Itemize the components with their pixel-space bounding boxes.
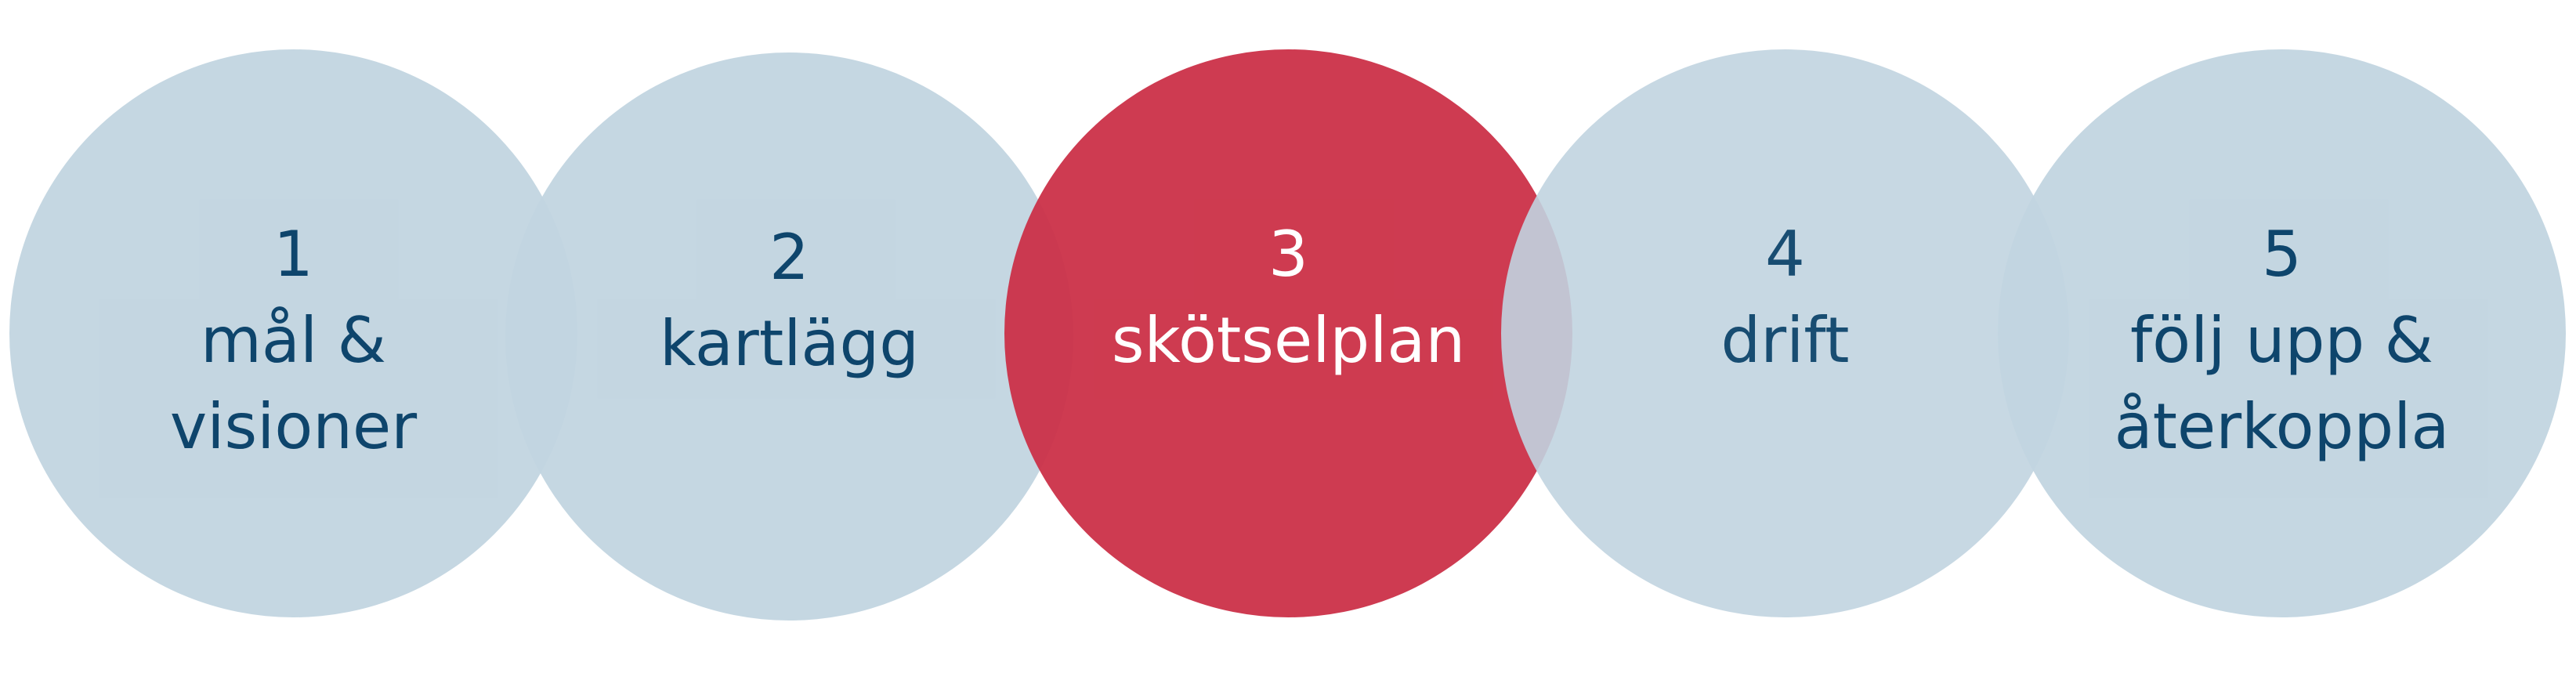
step-5-label: 5 följ upp & återkoppla (1998, 212, 2566, 470)
step-4-number: 4 (1765, 218, 1805, 291)
step-5-number: 5 (2262, 218, 2302, 291)
step-5-title-line1: följ upp & (2129, 304, 2434, 377)
step-3-circle-active: 3 skötselplan (1004, 49, 1572, 617)
step-2-circle: 2 kartlägg (505, 52, 1073, 621)
step-1-number: 1 (273, 218, 313, 291)
step-3-title-line1: skötselplan (1111, 304, 1466, 377)
step-3-number: 3 (1268, 218, 1308, 291)
step-4-title-line1: drift (1720, 304, 1850, 377)
step-2-label: 2 kartlägg (505, 215, 1073, 387)
step-3-label: 3 skötselplan (1004, 212, 1572, 384)
step-4-circle: 4 drift (1501, 49, 2069, 617)
step-1-title-line1: mål & (201, 304, 386, 377)
step-4-label: 4 drift (1501, 212, 2069, 384)
step-2-number: 2 (769, 221, 809, 294)
step-2-title-line1: kartlägg (659, 307, 919, 380)
step-1-label: 1 mål & visioner (9, 212, 577, 470)
step-1-title-line2: visioner (169, 390, 418, 463)
step-1-circle: 1 mål & visioner (9, 49, 577, 617)
step-5-title-line2: återkoppla (2114, 390, 2450, 463)
step-5-circle: 5 följ upp & återkoppla (1998, 49, 2566, 617)
